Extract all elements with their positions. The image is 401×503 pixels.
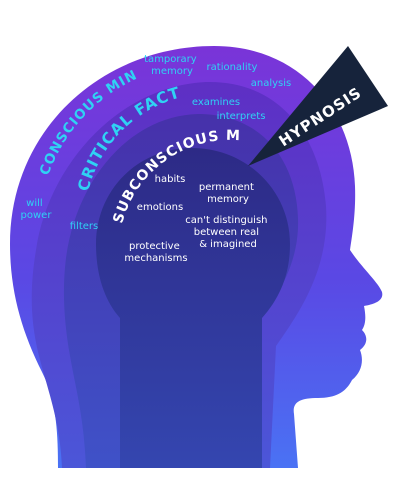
habits-text: habits [155,174,186,185]
examines-text: examines [192,97,240,108]
analysis-text: analysis [251,78,292,89]
filters-text: filters [70,221,98,232]
rationality-text: rationality [207,62,258,73]
emotions-text: emotions [137,202,183,213]
permanent-memory-text: permanent memory [199,182,257,205]
temporary-memory-text: tamporary memory [144,54,200,77]
cant-distinguish-text: can't distinguish between real & imagine… [185,215,270,250]
will-power-text: will power [21,198,53,221]
interprets-text: interprets [217,111,266,122]
hypnosis-wedge [248,46,388,166]
protective-mechanisms-text: protective mechanisms [124,241,187,264]
subconscious-mind-layer [96,148,290,468]
